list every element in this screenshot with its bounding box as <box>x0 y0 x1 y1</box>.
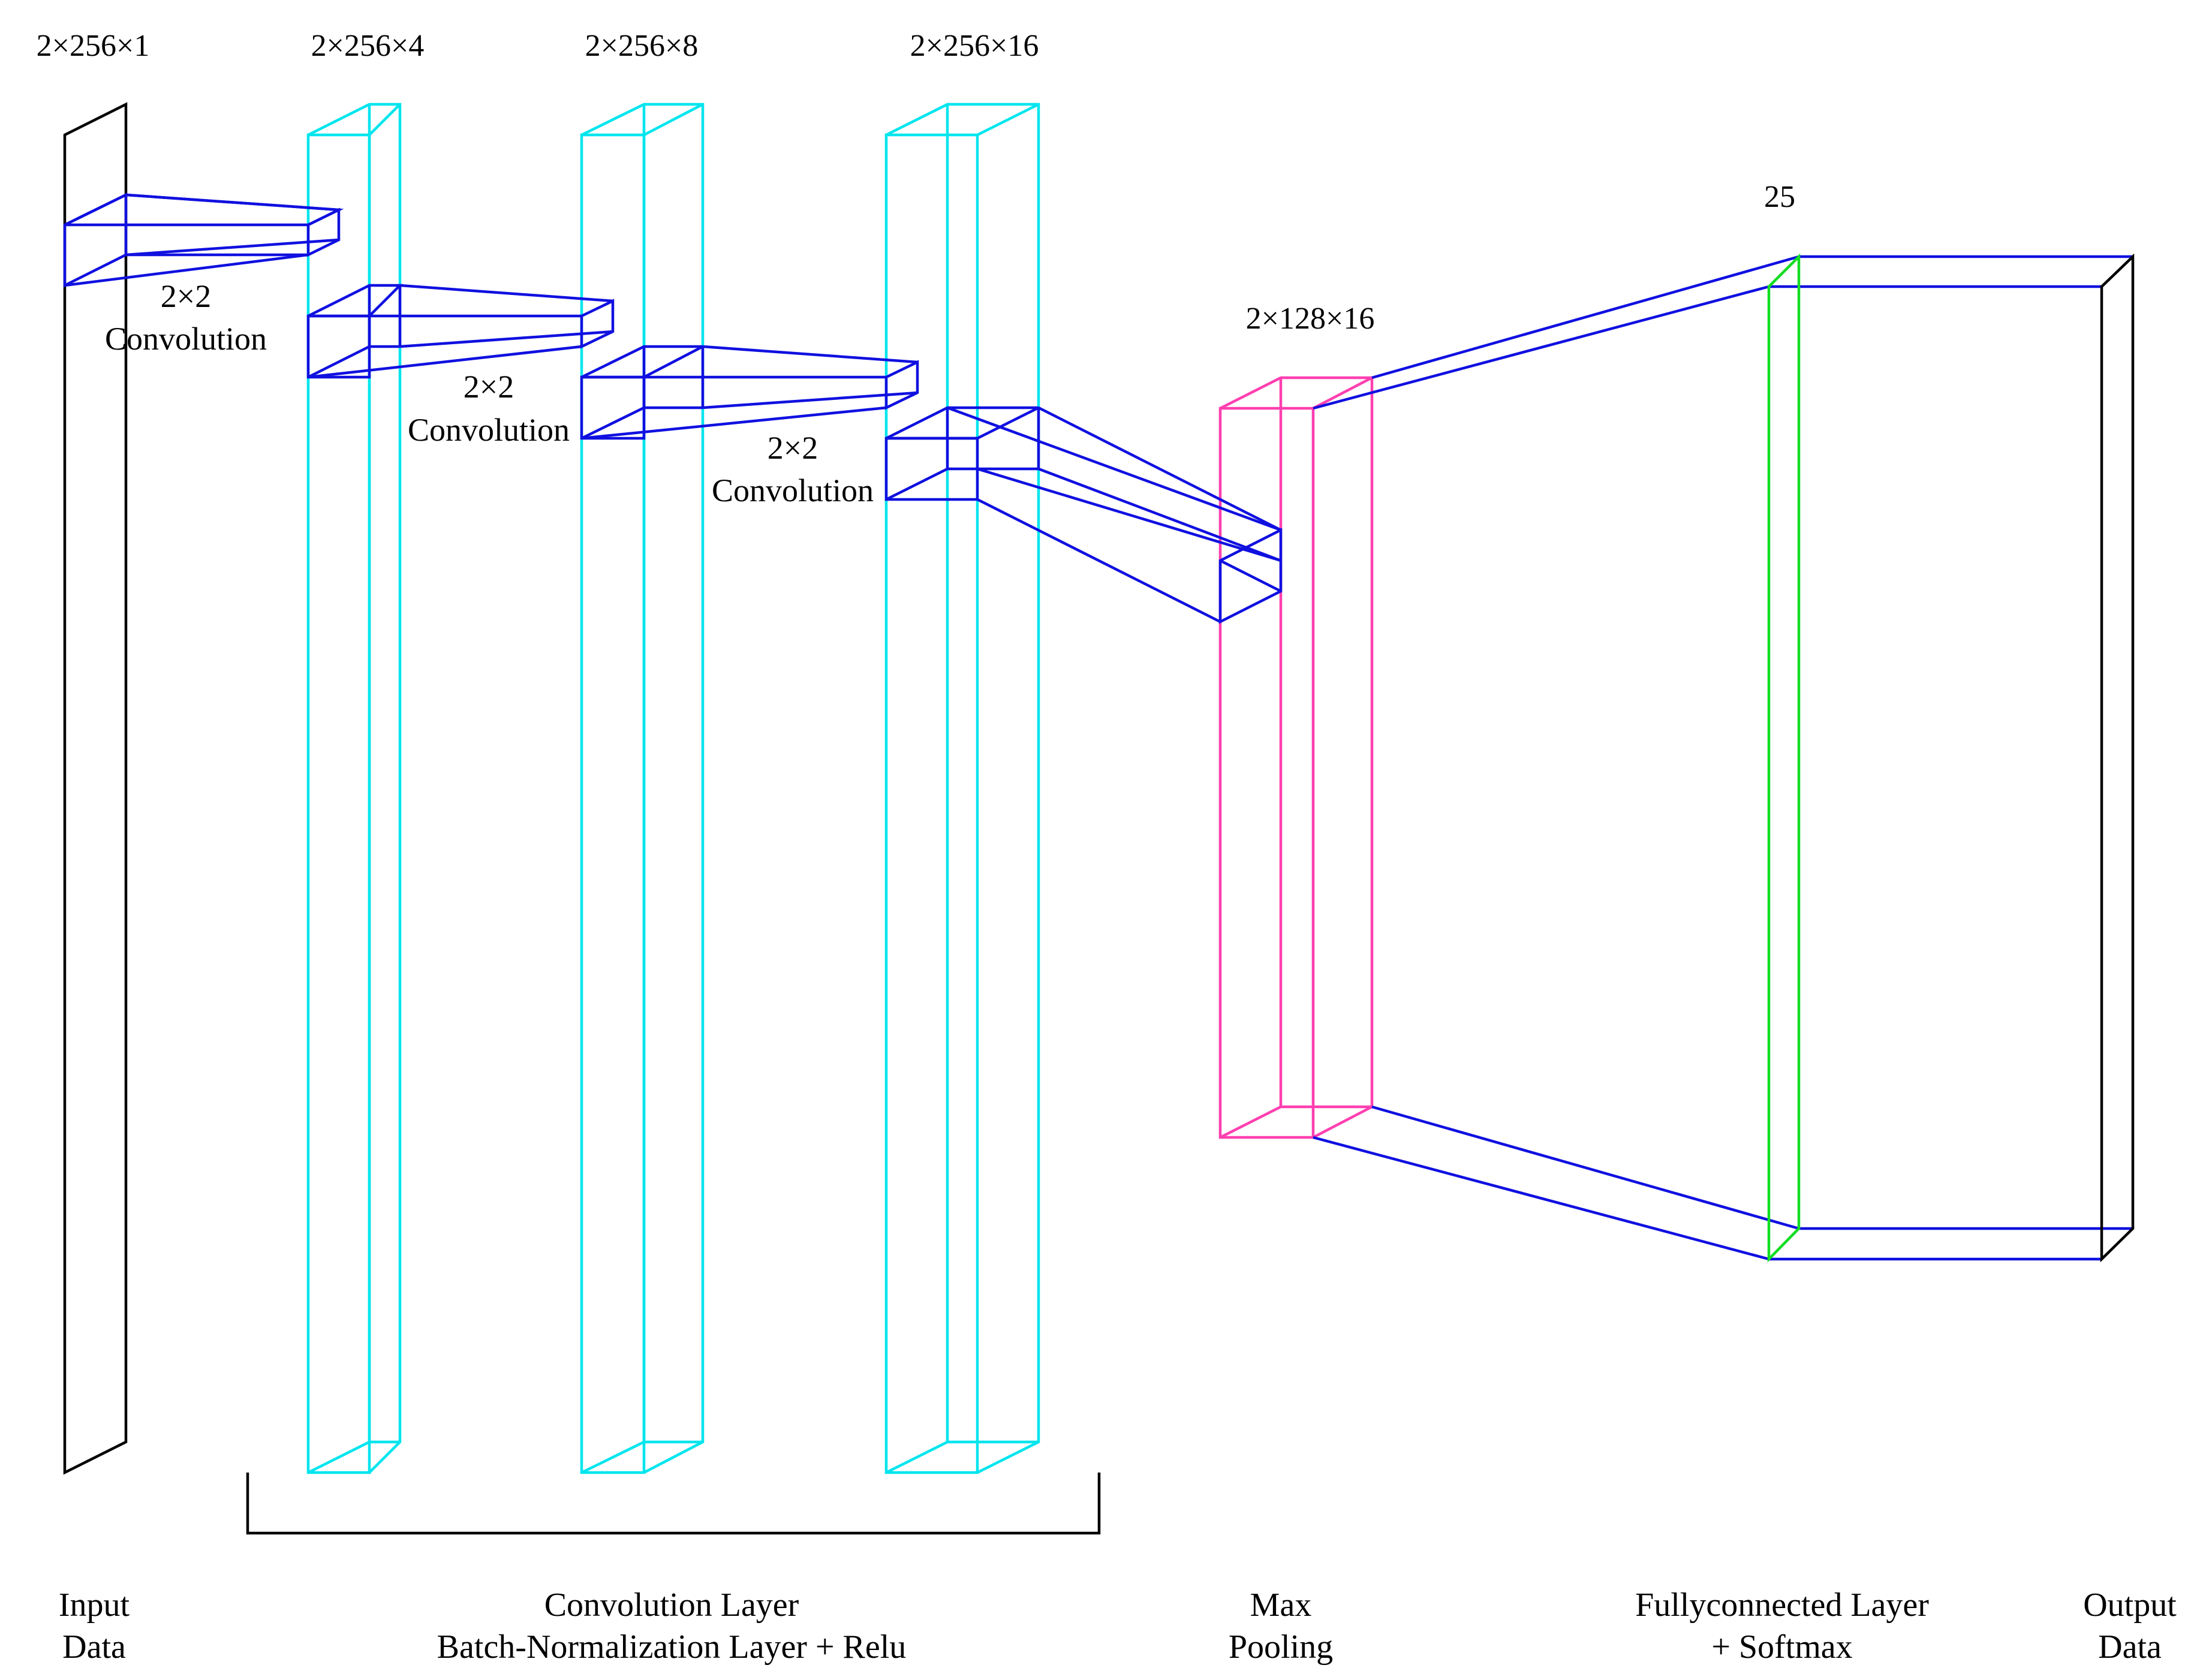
output-label-line2: Data <box>2098 1628 2162 1666</box>
conv-layers-bracket <box>246 1473 1101 1535</box>
input-label-line2: Data <box>62 1628 126 1666</box>
softmax-layer-slab <box>1767 253 1801 1263</box>
conv-layer-2-block <box>580 103 705 1474</box>
conv-layer-3-block <box>884 103 1040 1474</box>
output-data-slab <box>2100 253 2135 1263</box>
conv3-name-label: Convolution <box>712 472 874 508</box>
output-label-line1: Output <box>2083 1586 2177 1624</box>
conv1-size-label: 2×2 <box>161 278 211 314</box>
input-label-line1: Input <box>59 1586 130 1624</box>
conv-kernel-2 <box>306 284 615 379</box>
pool-label-line2: Pooling <box>1229 1628 1333 1666</box>
fully-connected-block <box>1313 255 2133 1261</box>
fc-label-line1: Fullyconnected Layer <box>1635 1586 1929 1624</box>
conv-kernel-3 <box>580 345 919 440</box>
conv1-dimension-label: 2×256×4 <box>311 29 425 63</box>
conv3-size-label: 2×2 <box>768 430 818 466</box>
conv2-dimension-label: 2×256×8 <box>585 29 699 63</box>
fc-dimension-label: 25 <box>1764 180 1795 214</box>
conv2-name-label: Convolution <box>408 412 570 448</box>
max-pooling-block <box>1218 376 1374 1139</box>
input-data-slab <box>63 102 128 1475</box>
input-dimension-label: 2×256×1 <box>37 29 150 63</box>
pool-label-line1: Max <box>1250 1586 1312 1624</box>
pool-dimension-label: 2×128×16 <box>1246 302 1375 336</box>
fc-label-line2: + Softmax <box>1711 1628 1852 1666</box>
conv1-name-label: Convolution <box>105 321 267 357</box>
conv-layer-label-line2: Batch-Normalization Layer + Relu <box>437 1628 907 1666</box>
conv-kernel-1 <box>63 192 344 288</box>
conv-layer-label-line1: Convolution Layer <box>544 1586 799 1624</box>
pooling-kernel <box>884 406 1283 624</box>
conv2-size-label: 2×2 <box>464 369 514 405</box>
conv3-dimension-label: 2×256×16 <box>910 29 1039 63</box>
